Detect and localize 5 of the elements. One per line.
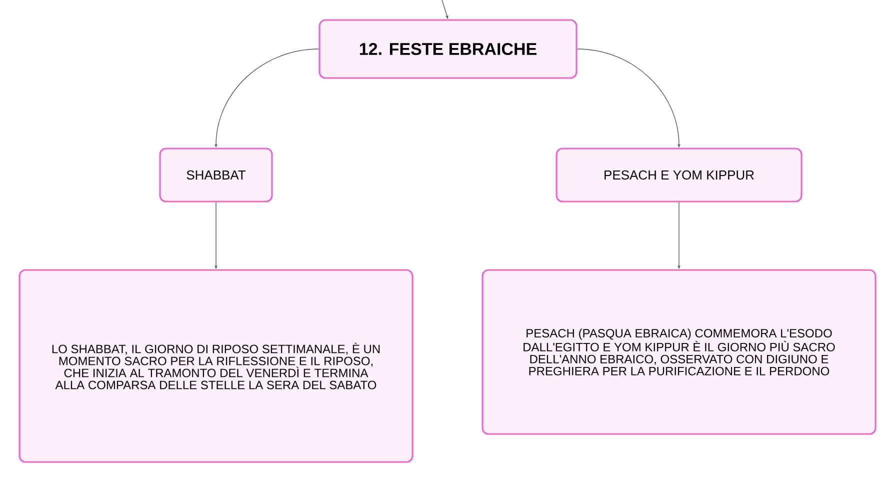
description-box: LO SHABBAT, IL GIORNO DI RIPOSO SETTIMANALE, È UN MOMENTO SACRO PER LA RIFLESSIONE E IL RIPOSO, CHE INIZIA AL TRAMONTO DEL VENERDÌ E TERMINA ALLA COMPARSA DELLE STELLE LA SERA DEL SABATO [18,269,414,463]
description-box: PESACH (PASQUA EBRAICA) COMMEMORA L'ESODO DALL'EGITTO E YOM KIPPUR È IL GIORNO PIÙ SACRO DELL'ANNO EBRAICO, OSSERVATO CON DIGIUNO E PREGHIERA PER LA PURIFICAZIONE E IL PERDONO [482,269,876,435]
topic-box: 12. FESTE EBRAICHE [318,19,578,79]
subtopic-box: SHABBAT [159,148,273,202]
subtopic-box: PESACH E YOM KIPPUR [556,148,802,202]
